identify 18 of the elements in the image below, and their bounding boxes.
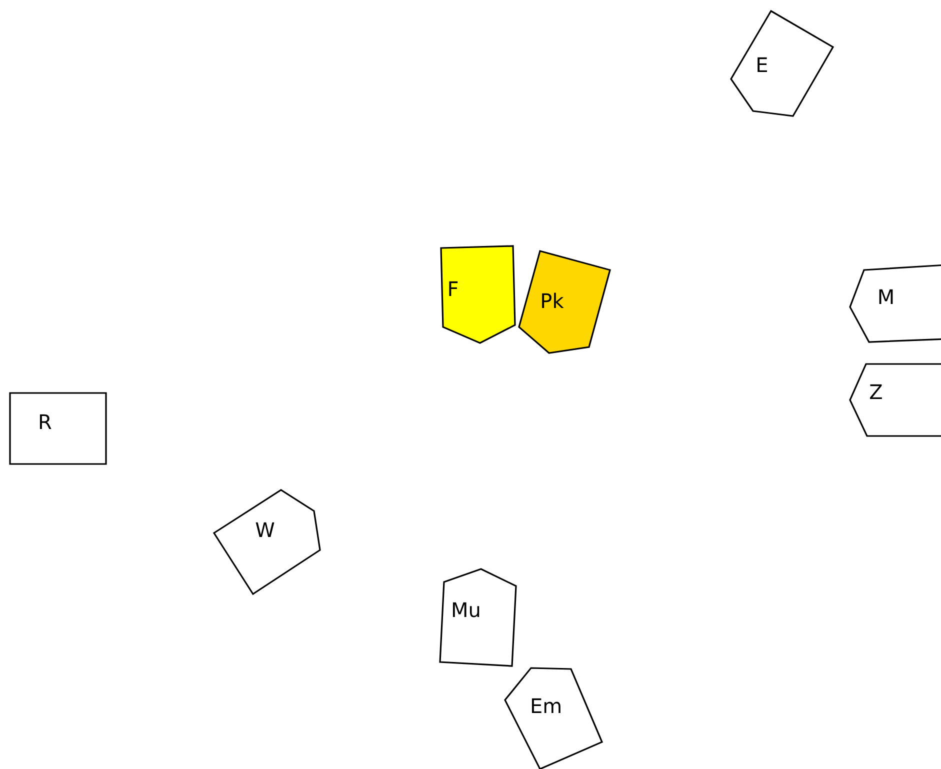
polygon-node xyxy=(10,393,106,464)
polygon-node xyxy=(731,11,833,116)
polygon-node xyxy=(519,251,610,353)
polygon-node xyxy=(440,569,516,666)
node-label: Pk xyxy=(540,289,564,313)
node-label: M xyxy=(877,285,895,309)
polygon-node xyxy=(214,490,320,594)
polygon-node xyxy=(850,364,941,436)
node-label: F xyxy=(447,277,459,301)
polygon-node xyxy=(850,265,941,342)
polygon-node xyxy=(441,246,515,343)
node-label: Mu xyxy=(451,598,481,622)
node-label: Em xyxy=(530,694,562,718)
node-label: Z xyxy=(869,380,883,404)
node-label: R xyxy=(38,410,52,434)
polygon-node xyxy=(505,668,602,769)
node-label: W xyxy=(255,518,275,542)
node-label: E xyxy=(756,53,768,77)
